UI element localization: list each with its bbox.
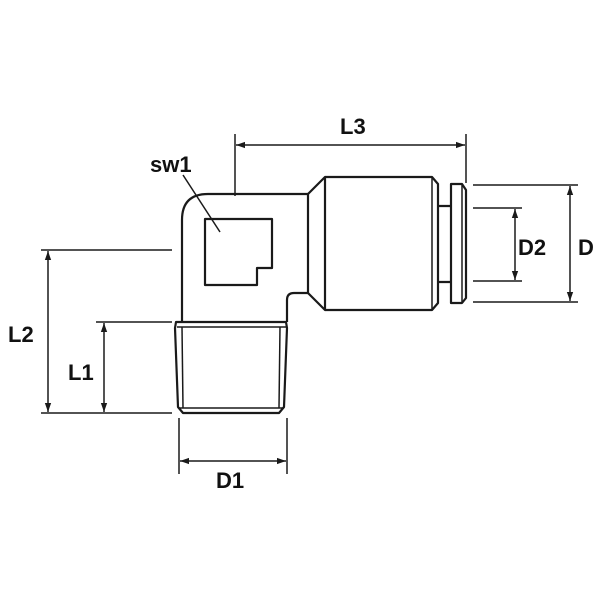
dimension-l1: L1 [68,321,172,412]
male-thread [173,320,289,415]
dimension-l2: L2 [8,249,172,414]
sw1-leader-line [182,174,221,233]
hex-socket [203,217,274,287]
dimension-d2: D2 [473,207,546,282]
label-l1: L1 [68,360,94,385]
label-d1: D1 [216,468,244,493]
release-collet [438,182,468,305]
label-d2: D2 [518,235,546,260]
label-d: D [578,235,594,260]
dimension-l3: L3 [234,114,467,196]
push-in-body [307,175,440,312]
label-l2: L2 [8,322,34,347]
dimension-d: D [473,184,594,303]
label-sw1: sw1 [150,152,192,177]
dimension-d1: D1 [178,418,288,493]
elbow-body [180,192,310,322]
label-l3: L3 [340,114,366,139]
